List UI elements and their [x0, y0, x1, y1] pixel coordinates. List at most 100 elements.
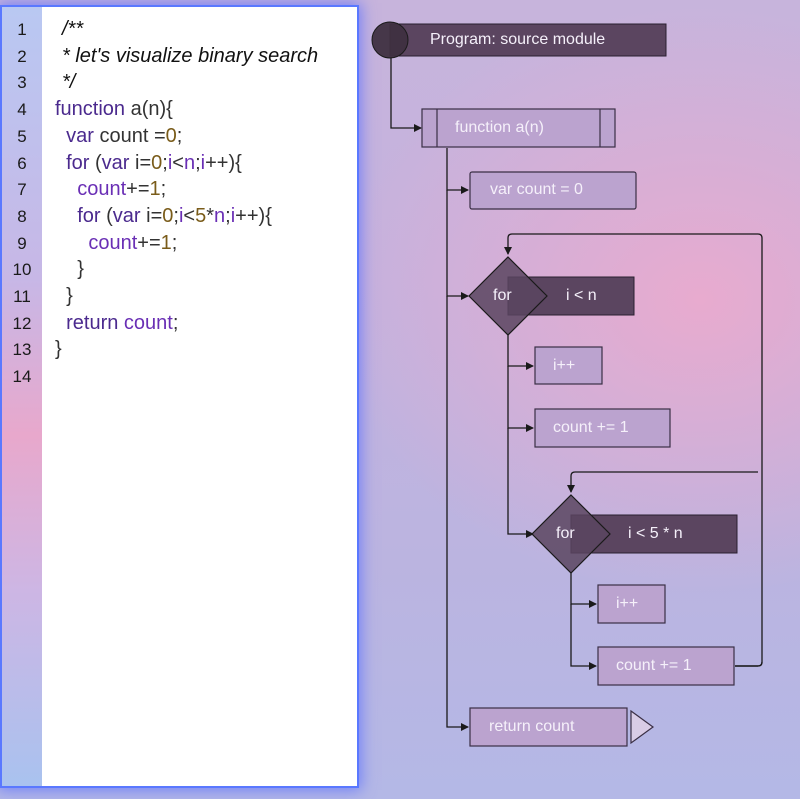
code-token: var [112, 204, 141, 227]
code-token: } [55, 338, 62, 361]
code-line[interactable]: count+=1; [55, 176, 166, 203]
edge-outer-body [507, 366, 534, 432]
code-token: function [55, 98, 126, 121]
function-node [421, 108, 616, 148]
outer-increment-node [534, 346, 603, 385]
code-token: * [206, 204, 215, 227]
code-token: * let's visualize binary search [62, 44, 319, 67]
code-token: ; [176, 124, 183, 147]
line-number: 9 [17, 233, 27, 253]
edge-inner-loop-back [571, 471, 758, 667]
code-line[interactable]: */ [62, 69, 75, 96]
code-token: for [55, 151, 90, 174]
outer-body-node [534, 408, 671, 448]
code-token: 0 [165, 124, 177, 147]
program-start-circle [371, 21, 409, 59]
edge-to-inner-for [507, 428, 534, 538]
var-decl-node [469, 171, 637, 210]
line-number: 12 [12, 313, 32, 333]
code-token: /** [62, 18, 84, 40]
code-line[interactable]: } [55, 256, 84, 283]
inner-body-node [597, 646, 735, 686]
code-token: ; [160, 178, 167, 201]
code-token: n [214, 204, 226, 227]
outer-for-diamond [468, 256, 548, 336]
code-token: var [101, 151, 130, 174]
code-line[interactable]: function a(n){ [55, 96, 173, 123]
edge-inner-body [570, 604, 597, 670]
code-token: */ [62, 71, 76, 94]
edge-outer-increment [507, 335, 534, 370]
code-token: i [200, 151, 206, 174]
code-line[interactable]: for (var i=0;i<5*n;i++){ [55, 203, 272, 230]
code-token: a(n){ [125, 98, 173, 121]
return-arrow-icon [630, 709, 655, 745]
code-token: count [55, 231, 138, 254]
code-token: ( [100, 204, 113, 227]
code-token: for [55, 204, 101, 227]
edge-program-function [390, 58, 422, 132]
line-number: 4 [17, 100, 27, 120]
edge-inner-increment [570, 573, 597, 608]
code-token: i [167, 151, 173, 174]
line-number: 14 [12, 367, 32, 387]
code-token: i= [140, 204, 163, 227]
edge-function-var [446, 148, 469, 194]
code-token: ; [172, 311, 179, 334]
inner-for-label: for [556, 525, 575, 542]
code-line[interactable]: } [55, 283, 73, 310]
line-number: 6 [17, 153, 27, 173]
code-token: } [55, 258, 84, 281]
code-token: ; [173, 204, 179, 227]
code-token: count [55, 178, 127, 201]
code-token: ++){ [235, 204, 272, 227]
line-number-gutter [2, 7, 42, 786]
code-line[interactable]: } [55, 336, 62, 363]
code-token: i [230, 204, 236, 227]
line-number: 1 [17, 20, 27, 39]
code-token: ; [171, 231, 178, 254]
code-line[interactable]: count+=1; [55, 230, 177, 257]
code-line[interactable]: * let's visualize binary search [62, 43, 318, 70]
line-number: 2 [17, 46, 27, 66]
code-token: ( [89, 151, 102, 174]
code-token: i= [129, 151, 152, 174]
code-line[interactable]: var count =0; [55, 123, 182, 150]
outer-for-label: for [493, 287, 512, 304]
code-token: 0 [151, 151, 163, 174]
code-token: < [183, 204, 196, 227]
return-node [469, 707, 628, 747]
code-line[interactable]: return count; [55, 310, 178, 337]
program-node [389, 23, 667, 57]
line-number: 5 [17, 126, 27, 146]
line-number: 10 [12, 260, 32, 280]
inner-for-diamond [531, 494, 611, 574]
code-token: count = [93, 124, 166, 147]
code-token: ; [162, 151, 168, 174]
code-token: 5 [195, 204, 207, 227]
code-token: var [55, 124, 94, 147]
line-number: 3 [17, 73, 27, 93]
code-token: ; [225, 204, 231, 227]
code-line[interactable]: /** [62, 16, 83, 43]
code-token: n [183, 151, 196, 174]
code-token: i [178, 204, 184, 227]
code-token: 1 [149, 178, 161, 201]
code-token: < [172, 151, 184, 174]
code-token: ++){ [205, 151, 242, 174]
code-token: count [118, 311, 173, 334]
code-token: } [55, 285, 73, 307]
line-number: 7 [17, 180, 27, 200]
code-token: += [137, 231, 161, 254]
edge-to-outer-for [446, 190, 469, 300]
code-token: 1 [160, 231, 172, 254]
code-token: += [126, 178, 150, 201]
inner-increment-node [597, 584, 666, 624]
line-number: 11 [13, 287, 31, 306]
line-number: 13 [12, 340, 32, 360]
connectors [390, 58, 763, 731]
code-token: 0 [162, 204, 174, 227]
code-line[interactable]: for (var i=0;i<n;i++){ [55, 150, 242, 177]
